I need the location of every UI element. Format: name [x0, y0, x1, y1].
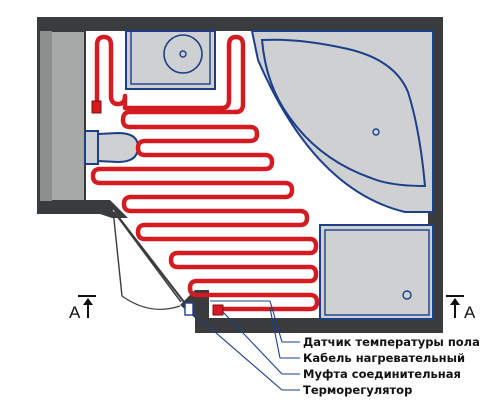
- door: [112, 209, 185, 310]
- shower-tray-icon: [319, 224, 434, 320]
- section-letter-right: А: [464, 303, 476, 322]
- heating-cable: [90, 34, 320, 316]
- label-coupling: Муфта соединительная: [303, 367, 461, 381]
- callout-labels: Датчик температуры пола Кабель нагревате…: [303, 335, 480, 397]
- label-sensor: Датчик температуры пола: [303, 335, 480, 349]
- coupling-left-icon: [91, 100, 102, 114]
- washbasin-icon: [125, 30, 216, 90]
- section-letter-left: А: [69, 303, 81, 322]
- label-thermostat: Терморегулятор: [303, 383, 412, 397]
- leader-lines: [192, 300, 300, 391]
- door-swing-arc: [121, 295, 181, 310]
- section-mark-left: А: [69, 295, 96, 322]
- coupling-icon: [212, 304, 224, 316]
- section-mark-right: А: [446, 295, 476, 322]
- label-cable: Кабель нагревательный: [303, 351, 465, 365]
- toilet-icon: [84, 130, 140, 165]
- corner-bathtub-icon: [250, 30, 434, 213]
- thermostat-box-icon: [184, 302, 194, 316]
- section-arrow-icon: [450, 298, 460, 305]
- section-arrow-icon: [83, 298, 93, 305]
